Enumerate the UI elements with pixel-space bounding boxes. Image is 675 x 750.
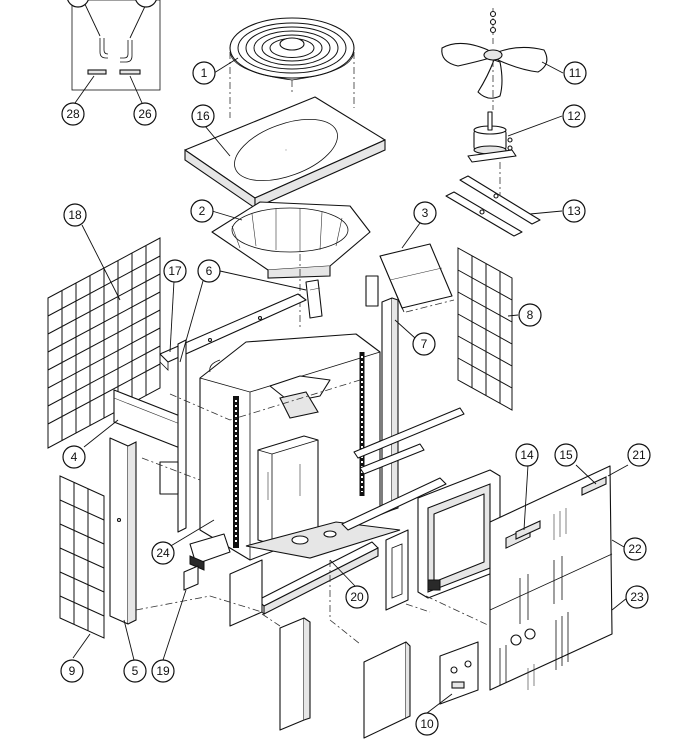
callout-label: 13: [567, 204, 581, 218]
small-bracket: [183, 565, 199, 591]
callout-26: 26: [133, 102, 157, 126]
center-post: [299, 279, 323, 330]
callout-label: 26: [138, 107, 152, 121]
terminal-plate: [439, 641, 479, 705]
front-grille: [59, 475, 105, 639]
callout-label: 28: [66, 107, 80, 121]
callout-label: 4: [71, 450, 78, 464]
callout-23: 23: [625, 585, 649, 609]
leader-lines: [72, 57, 629, 714]
callout-label: 23: [630, 590, 644, 604]
callout-21: 21: [627, 443, 651, 467]
top-panel: [184, 96, 386, 210]
callout-label: 15: [559, 448, 573, 462]
callout-label: 11: [569, 66, 582, 80]
coil-and-base: [189, 333, 401, 571]
callout-24: 24: [151, 541, 175, 565]
callout-partial-right: [135, 0, 157, 8]
callout-5: 5: [123, 659, 147, 683]
callout-28: 28: [61, 102, 85, 126]
callout-22: 22: [623, 537, 647, 561]
assembly-lines: [135, 299, 455, 645]
callout-19: 19: [151, 659, 175, 683]
callout-label: 6: [206, 264, 213, 278]
back-grille: [47, 237, 161, 449]
callout-label: 24: [156, 546, 170, 560]
fan-orifice: [211, 201, 371, 300]
callout-15: 15: [554, 443, 578, 467]
callout-7: 7: [412, 332, 436, 356]
callout-label: 7: [421, 337, 428, 351]
callout-label: 2: [199, 204, 206, 218]
motor-bracket-rails: [445, 162, 541, 237]
callout-13: 13: [562, 199, 586, 223]
callout-label: 3: [422, 206, 429, 220]
callout-label: 22: [628, 542, 642, 556]
callout-label: 19: [156, 664, 170, 678]
fan-motor: [467, 111, 517, 163]
callout-11: 11: [563, 61, 587, 85]
callout-label: 18: [68, 208, 82, 222]
side-panel-strip: [113, 389, 181, 449]
callout-16: 16: [191, 104, 215, 128]
callout-20: 20: [345, 585, 369, 609]
top-bracket: [365, 243, 453, 313]
callout-label: 21: [632, 448, 646, 462]
callout-10: 10: [415, 712, 439, 736]
callout-14: 14: [515, 443, 539, 467]
callout-8: 8: [518, 303, 542, 327]
callout-label: 14: [520, 448, 534, 462]
callout-17: 17: [163, 259, 187, 283]
top-left-rail: [159, 293, 307, 371]
callout-label: 12: [567, 109, 581, 123]
right-vertical-bracket: [381, 297, 399, 515]
callout-4: 4: [62, 445, 86, 469]
fan-guard: [229, 17, 355, 118]
lower-access-panel: [229, 559, 411, 739]
callout-18: 18: [63, 203, 87, 227]
callout-2: 2: [190, 199, 214, 223]
fittings-inset: [71, 0, 161, 91]
callout-label: 20: [350, 590, 364, 604]
callout-12: 12: [562, 104, 586, 128]
callout-label: 16: [196, 109, 210, 123]
callout-6: 6: [197, 259, 221, 283]
service-panel: [425, 465, 613, 691]
access-bracket: [385, 529, 409, 611]
callout-partial-left: [67, 0, 89, 8]
callout-label: 17: [168, 264, 182, 278]
control-box-frame: [417, 469, 501, 599]
internal-rails: [341, 407, 465, 531]
fan-blade: [441, 8, 548, 110]
callout-label: 5: [132, 664, 139, 678]
callout-label: 8: [527, 308, 534, 322]
callout-9: 9: [60, 659, 84, 683]
left-corner-panel: [109, 437, 137, 625]
callout-1: 1: [192, 61, 216, 85]
callout-label: 9: [69, 664, 76, 678]
callout-3: 3: [413, 201, 437, 225]
side-grille: [457, 247, 513, 411]
callout-label: 1: [201, 66, 208, 80]
callout-label: 10: [420, 717, 434, 731]
